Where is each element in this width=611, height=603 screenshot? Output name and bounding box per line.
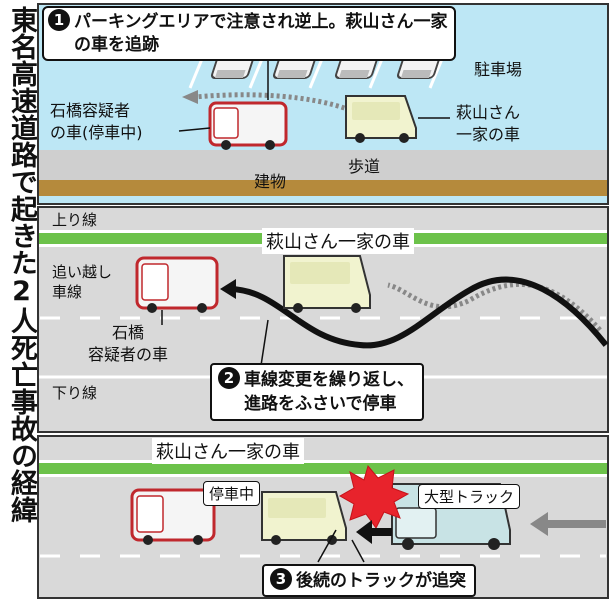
suspect-path-arrowhead [220,279,236,299]
victim-label-p1: 萩山さん 一家の車 [456,102,520,146]
sidewalk-label: 歩道 [348,157,381,176]
victim-label-p2: 萩山さん一家の車 [262,228,414,254]
suspect-path-p2 [229,276,609,349]
diagram-title: 東名高速道路で起きた2人死亡事故の経緯 [6,6,37,523]
pursuit-path [194,92,351,113]
suspect-car-p3 [130,488,216,545]
truck-motion-arrow [530,512,606,536]
upline-label: 上り線 [52,211,98,229]
victim-car-p2 [283,255,371,313]
suspect-label-p1-line2: の車(停車中) [50,123,143,142]
truck-label: 大型トラック [418,484,521,509]
step-1-number: 1 [48,9,70,31]
step-3-number: 3 [270,568,292,590]
downline-label: 下り線 [52,384,98,402]
panel-2-caption-line2: 進路をふさいで停車 [244,394,397,414]
panel-1-caption-line1: パーキングエリアで注意され逆上。萩山さん一家 [74,12,448,32]
panel-2-caption-line1: 車線変更を繰り返し、 [244,370,414,390]
passing-lane-label: 追い越し 車線 [52,262,112,302]
passing-lane-line1: 追い越し [52,263,113,281]
suspect-label-p2-line2: 容疑者の車 [88,345,169,364]
caption-leader-p3 [317,529,337,563]
victim-label-p3: 萩山さん一家の車 [152,438,304,464]
panel-3-caption-text: 後続のトラックが追突 [296,571,466,591]
parking-label: 駐車場 [474,60,523,79]
suspect-car-p1 [208,101,288,150]
step-2-number: 2 [218,367,240,389]
victim-label-p1-line2: 一家の車 [456,125,521,144]
passing-lane-line2: 車線 [52,283,83,301]
suspect-label-p1-line1: 石橋容疑者 [50,101,131,120]
victim-path-p2 [387,282,602,332]
building-label: 建物 [254,172,287,191]
panel-1-caption-line2: の車を追跡 [74,35,159,55]
suspect-label-p2: 石橋 容疑者の車 [88,322,168,366]
sidewalk [39,150,607,180]
suspect-car-p2 [135,256,219,313]
suspect-label-p2-line1: 石橋 [112,323,145,342]
victim-label-p1-line1: 萩山さん [456,103,521,122]
victim-car-p3 [261,491,347,545]
suspect-leader-p1 [178,127,211,132]
caption-leader-p3b [351,539,365,563]
pursuit-arrowhead [182,90,198,104]
impact-arrow [356,520,392,544]
median-grass-p3 [39,460,607,477]
victim-car-p1 [345,95,417,143]
suspect-label-p1: 石橋容疑者 の車(停車中) [50,100,143,144]
building-ground [39,180,607,196]
stopped-label: 停車中 [203,481,261,506]
